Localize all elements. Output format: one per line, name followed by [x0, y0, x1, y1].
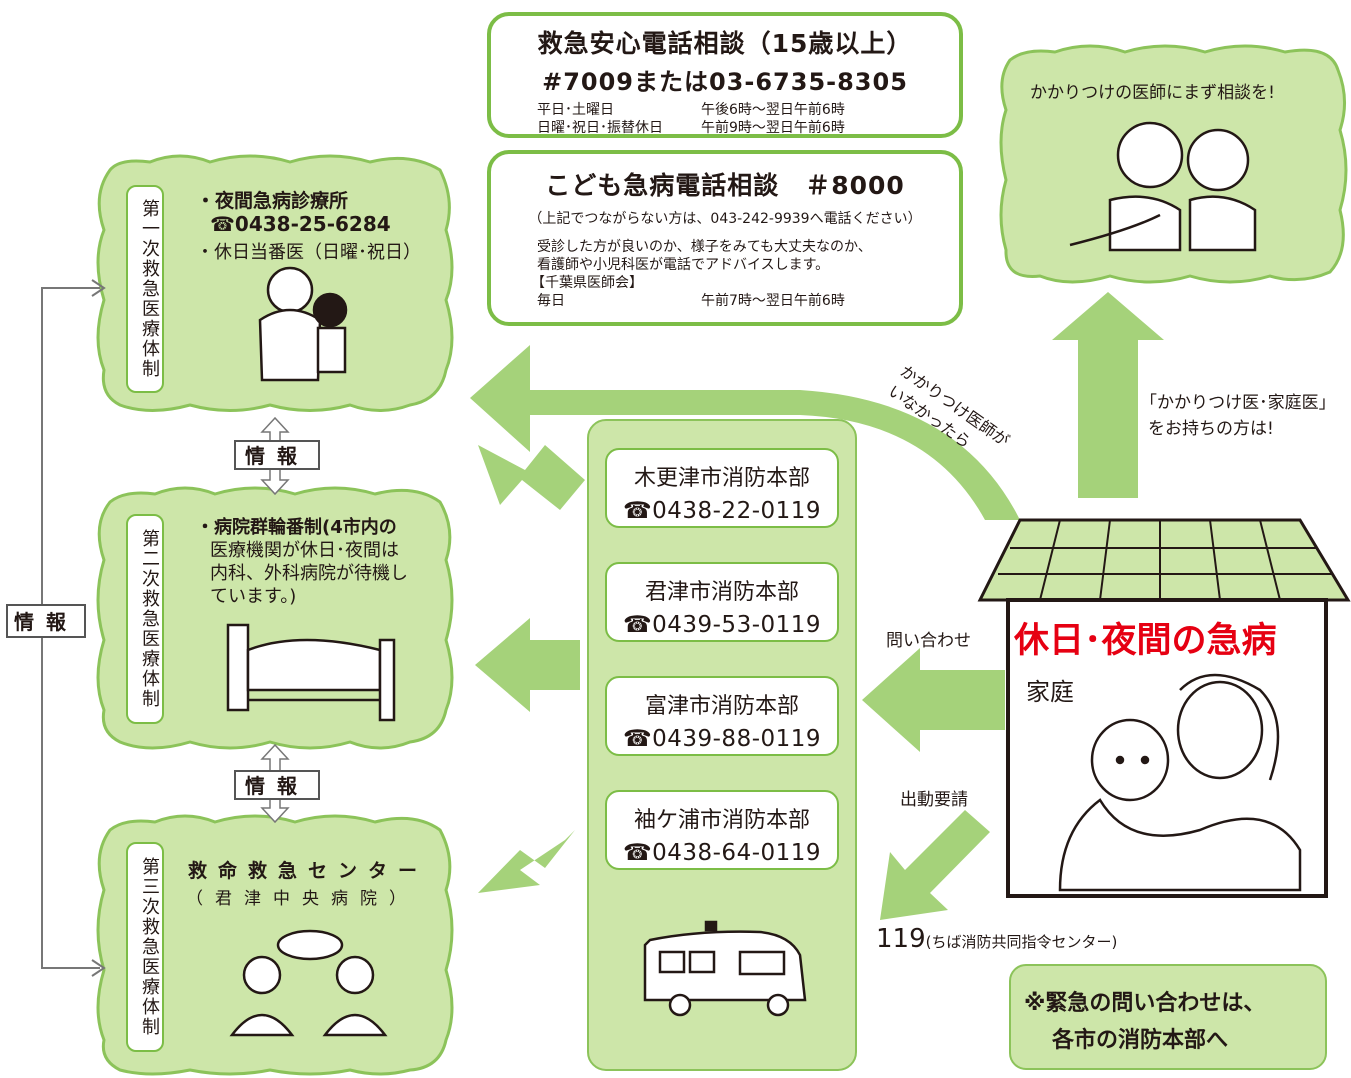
child-hotline-box: こども急病電話相談 ＃8000 （上記でつながらない方は、043-242-993…: [487, 150, 963, 326]
adult-row1-hours: 午後6時～翌日午前6時: [701, 102, 845, 118]
family-doctor-text: かかりつけの医師にまず相談を!: [1030, 83, 1275, 103]
primary-label: 第一次救急医療体制: [126, 185, 164, 393]
arrow-dispatch: [880, 810, 990, 920]
fire-dept-name: 袖ケ浦市消防本部: [633, 808, 810, 833]
house-title: 休日･夜間の急病: [1014, 621, 1277, 661]
adult-row2-days: 日曜･祝日･振替休日: [537, 120, 663, 136]
house-roof: [977, 518, 1351, 602]
fire-dept-kisarazu: 木更津市消防本部 ☎0438-22-0119: [605, 448, 839, 528]
adult-row1-days: 平日･土曜日: [537, 102, 614, 118]
arrow-to-tertiary: [478, 830, 575, 893]
tertiary-cloud: [96, 814, 454, 1076]
fire-dept-kimitsu: 君津市消防本部 ☎0439-53-0119: [605, 562, 839, 642]
fire-dept-name: 富津市消防本部: [644, 694, 799, 719]
adult-hotline-box: 救急安心電話相談（15歳以上） #7009または03-6735-8305 平日･…: [487, 12, 963, 138]
have-doctor-1: 「かかりつけ医･家庭医」: [1140, 393, 1336, 413]
surgery-illustration: [229, 929, 388, 1037]
fire-dept-sodegaura: 袖ケ浦市消防本部 ☎0438-64-0119: [605, 790, 839, 870]
primary-item2: ・休日当番医（日曜･祝日）: [196, 242, 421, 263]
primary-phone[interactable]: ☎0438-25-6284: [210, 212, 391, 236]
secondary-line3: 内科、外科病院が待機し: [210, 563, 408, 584]
call-119-sub: (ちば消防共同指令センター): [925, 933, 1118, 951]
bed-illustration: [226, 623, 396, 722]
child-hotline-fallback: （上記でつながらない方は、043-242-9939へ電話ください）: [528, 211, 922, 227]
fire-dept-name: 君津市消防本部: [644, 580, 799, 605]
info-box-2: 情報: [234, 770, 320, 800]
secondary-label: 第二次救急医療体制: [126, 514, 164, 724]
adult-row2-hours: 午前9時～翌日午前6時: [701, 120, 845, 136]
child-desc-2: 看護師や小児科医が電話でアドバイスします。: [537, 257, 830, 273]
fire-dept-name: 木更津市消防本部: [633, 466, 810, 491]
ambulance-illustration: [643, 920, 807, 1017]
have-doctor-2: をお持ちの方は!: [1148, 419, 1274, 439]
fire-dept-phone[interactable]: ☎0439-53-0119: [622, 612, 822, 638]
info-box-left: 情報: [6, 604, 86, 638]
primary-item1: ・夜間急病診療所: [196, 190, 349, 212]
fire-dept-phone[interactable]: ☎0438-22-0119: [622, 498, 822, 524]
tertiary-sub: （君津中央病院）: [186, 889, 418, 909]
dispatch-label: 出動要請: [900, 790, 968, 810]
note-line1: ※緊急の問い合わせは、: [1024, 991, 1266, 1016]
child-hotline-title[interactable]: こども急病電話相談 ＃8000: [545, 171, 905, 200]
child-hours: 午前7時～翌日午前6時: [701, 293, 845, 309]
note-box: [1009, 964, 1327, 1070]
tertiary-label: 第三次救急医療体制: [126, 842, 164, 1052]
fire-dept-phone[interactable]: ☎0438-64-0119: [622, 840, 822, 866]
doctor-illustration: [258, 266, 348, 382]
child-org: 【千葉県医師会】: [531, 275, 643, 291]
secondary-line2: 医療機関が休日･夜間は: [210, 540, 399, 561]
house-sub: 家庭: [1026, 678, 1074, 706]
sick-child-illustration: [1058, 673, 1302, 892]
tertiary-name: 救命救急センター: [188, 860, 429, 882]
adult-hotline-title: 救急安心電話相談（15歳以上）: [537, 29, 913, 58]
call-119[interactable]: 119: [876, 924, 926, 954]
arrow-inquiry: [862, 648, 1005, 752]
inquiry-label: 問い合わせ: [886, 631, 971, 651]
fire-dept-futtsu: 富津市消防本部 ☎0439-88-0119: [605, 676, 839, 756]
child-days: 毎日: [537, 293, 565, 309]
child-desc-1: 受診した方が良いのか、様子をみても大丈夫なのか、: [537, 239, 872, 255]
arrow-to-secondary: [475, 618, 580, 712]
curve-arrow: [470, 345, 1020, 520]
secondary-line4: ています。): [210, 586, 297, 607]
secondary-line1: ・病院群輪番制(4市内の: [196, 517, 397, 538]
fire-dept-phone[interactable]: ☎0439-88-0119: [622, 726, 822, 752]
info-box-1: 情報: [234, 440, 320, 470]
up-arrow: [1052, 292, 1164, 498]
adult-hotline-number[interactable]: #7009または03-6735-8305: [542, 68, 908, 96]
family-doctor-illustration: [1069, 121, 1257, 252]
arrow-to-primary: [478, 445, 585, 510]
note-line2: 各市の消防本部へ: [1052, 1028, 1229, 1053]
